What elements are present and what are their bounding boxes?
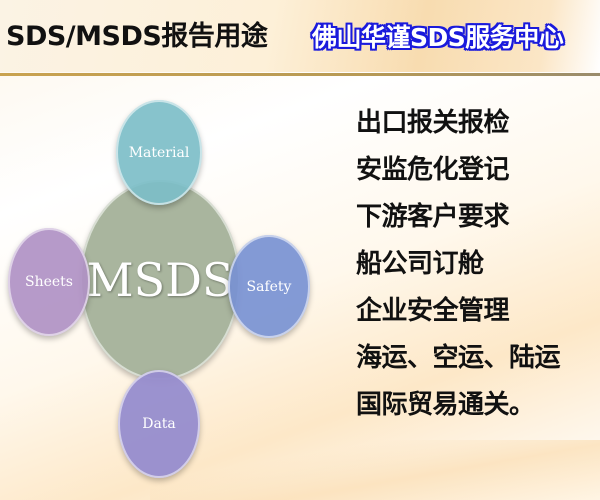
center-label: MSDS [86, 253, 234, 307]
node-label: Data [142, 416, 176, 432]
node-material: Material [116, 100, 202, 205]
center-circle: MSDS [80, 180, 240, 380]
node-data: Data [118, 370, 200, 478]
header-divider [0, 73, 600, 76]
list-item: 安监危化登记 [356, 155, 510, 185]
node-safety: Safety [228, 235, 310, 338]
list-item: 海运、空运、陆运 [356, 343, 561, 373]
node-sheets: Sheets [8, 228, 90, 336]
uses-list: 出口报关报检 安监危化登记 下游客户要求 船公司订舱 企业安全管理 海运、空运、… [356, 100, 561, 429]
brand-name: 佛山华谨SDS服务中心 [312, 23, 564, 52]
list-item: 下游客户要求 [356, 202, 510, 232]
node-label: Material [128, 144, 190, 161]
page-title: SDS/MSDS报告用途 [6, 21, 268, 52]
node-label: Safety [246, 278, 292, 295]
list-item: 出口报关报检 [356, 108, 510, 138]
list-item: 船公司订舱 [356, 249, 484, 279]
list-item: 企业安全管理 [356, 296, 510, 326]
background-decoration [150, 440, 600, 500]
node-label: Sheets [25, 274, 73, 290]
header-banner: SDS/MSDS报告用途 佛山华谨SDS服务中心 [0, 0, 600, 72]
list-item: 国际贸易通关。 [356, 390, 535, 420]
